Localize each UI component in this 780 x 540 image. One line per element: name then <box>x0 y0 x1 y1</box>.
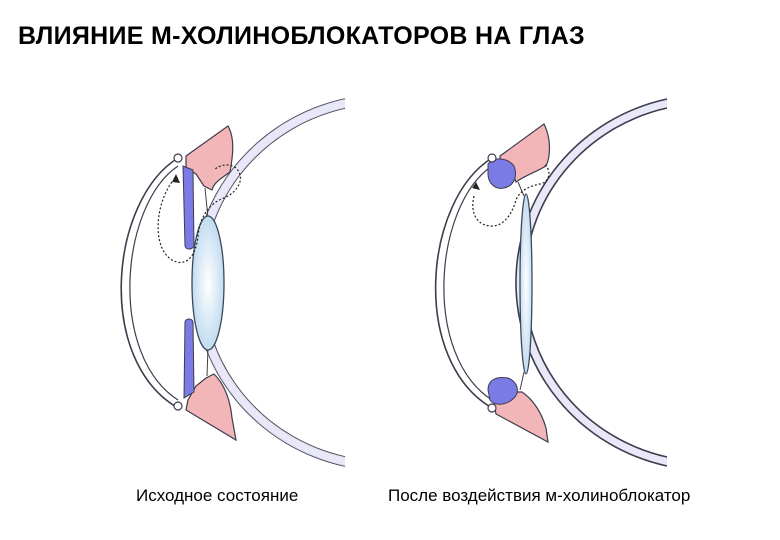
caption-initial-state: Исходное состояние <box>136 486 299 505</box>
sclera-outer-arc <box>515 98 668 467</box>
iris-top <box>487 158 517 189</box>
trabecular-marker-bottom <box>173 401 183 411</box>
aqueous-flow <box>157 164 241 264</box>
trabecular-marker-top <box>487 153 497 163</box>
ciliary-muscle-bottom <box>185 373 237 442</box>
lens <box>191 215 225 351</box>
cornea-inner <box>443 165 493 401</box>
eye-initial-state <box>120 98 346 467</box>
zonule-bottom <box>206 347 209 377</box>
iris-bottom <box>487 377 518 405</box>
zonule-top <box>204 187 209 219</box>
flow-arrow-icon <box>172 174 180 183</box>
lens <box>519 193 533 375</box>
caption-after-drug: После воздействия м-холиноблокатор <box>388 486 691 505</box>
trabecular-marker-top <box>173 153 183 163</box>
page-title: ВЛИЯНИЕ М-ХОЛИНОБЛОКАТОРОВ НА ГЛАЗ <box>18 22 585 50</box>
cornea <box>120 157 179 409</box>
iris-bottom <box>183 318 195 399</box>
eye-after-drug <box>434 98 668 467</box>
flow-arrow-icon <box>472 182 480 190</box>
trabecular-marker-bottom <box>487 403 497 413</box>
cornea-inner <box>129 165 179 401</box>
zonule-top <box>517 181 525 197</box>
aqueous-flow <box>472 163 550 227</box>
ciliary-muscle-top <box>185 125 234 191</box>
ciliary-muscle-bottom <box>493 391 549 444</box>
zonule-bottom <box>519 371 525 391</box>
iris-top <box>182 165 195 250</box>
cornea <box>434 157 493 409</box>
